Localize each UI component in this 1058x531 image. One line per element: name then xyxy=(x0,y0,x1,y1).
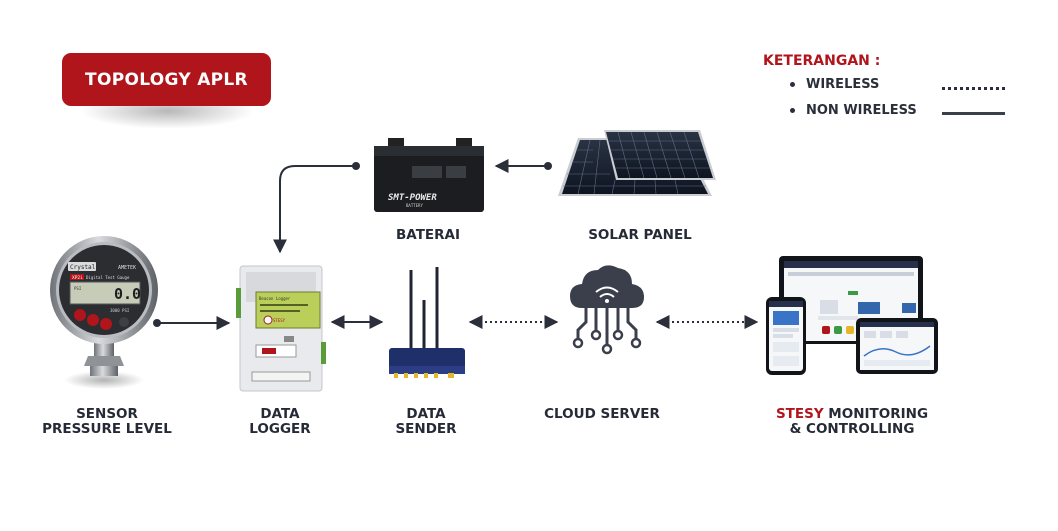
legend-label-wireless: WIRELESS xyxy=(806,77,880,92)
bullet-icon xyxy=(790,82,795,87)
label-sensor-line2: PRESSURE LEVEL xyxy=(42,421,172,437)
label-datalogger: DATA LOGGER xyxy=(232,407,328,437)
pressure-gauge-icon: Crystal XP2i Digital Test Gauge AMETEK 0… xyxy=(50,236,158,389)
bullet-icon xyxy=(790,108,795,113)
link-battery-logger xyxy=(273,162,360,254)
label-cloud: CLOUD SERVER xyxy=(530,407,674,422)
svg-text:STESY: STESY xyxy=(273,318,286,323)
solar-panel-icon xyxy=(558,130,716,196)
svg-text:BATTERY: BATTERY xyxy=(406,203,423,208)
label-datasender-line1: DATA xyxy=(406,406,446,422)
svg-text:3000 PSI: 3000 PSI xyxy=(110,308,130,313)
link-solar-battery xyxy=(494,159,552,173)
svg-text:Beacon Logger: Beacon Logger xyxy=(259,296,291,301)
svg-text:Crystal: Crystal xyxy=(70,264,96,271)
legend-heading: KETERANGAN : xyxy=(763,53,881,69)
label-battery: BATERAI xyxy=(372,228,484,243)
label-datasender: DATA SENDER xyxy=(378,407,474,437)
svg-text:SMT-POWER: SMT-POWER xyxy=(388,193,437,203)
data-logger-icon: Beacon Logger STESY xyxy=(236,265,326,392)
svg-text:PSI: PSI xyxy=(74,286,82,291)
svg-text:Digital Test Gauge: Digital Test Gauge xyxy=(86,275,130,280)
label-stesy-rest: MONITORING xyxy=(823,406,929,422)
legend-dotted-line xyxy=(942,87,1005,90)
svg-text:0.0: 0.0 xyxy=(114,285,141,303)
page-title: TOPOLOGY APLR xyxy=(62,53,271,106)
svg-text:XP2i: XP2i xyxy=(72,275,83,281)
label-battery-text: BATERAI xyxy=(396,227,460,243)
title-badge-wrap: TOPOLOGY APLR xyxy=(62,53,271,129)
label-solar-text: SOLAR PANEL xyxy=(588,227,692,243)
label-stesy-line2: & CONTROLLING xyxy=(789,421,915,437)
label-stesy-accent: STESY xyxy=(775,406,824,422)
cloud-server-icon xyxy=(570,265,644,355)
label-datalogger-line1: DATA xyxy=(260,406,300,422)
stesy-devices-icon xyxy=(766,256,938,375)
legend-item-wireless: WIRELESS xyxy=(790,77,879,92)
link-sensor-logger xyxy=(153,316,231,330)
label-sensor-line1: SENSOR xyxy=(76,406,138,422)
legend-solid-line xyxy=(942,112,1005,115)
label-stesy: STESY MONITORING & CONTROLLING xyxy=(760,407,944,437)
label-stesy-line1: STESY MONITORING xyxy=(760,407,944,422)
legend-label-non-wireless: NON WIRELESS xyxy=(806,103,917,118)
svg-text:AMETEK: AMETEK xyxy=(118,265,136,271)
router-icon xyxy=(389,267,465,378)
legend-item-non-wireless: NON WIRELESS xyxy=(790,103,917,118)
label-sensor: SENSOR PRESSURE LEVEL xyxy=(32,407,182,437)
label-cloud-text: CLOUD SERVER xyxy=(544,406,660,422)
label-solar: SOLAR PANEL xyxy=(570,228,710,243)
battery-icon: SMT-POWER BATTERY xyxy=(374,138,484,212)
label-datalogger-line2: LOGGER xyxy=(249,421,311,437)
label-datasender-line2: SENDER xyxy=(395,421,457,437)
